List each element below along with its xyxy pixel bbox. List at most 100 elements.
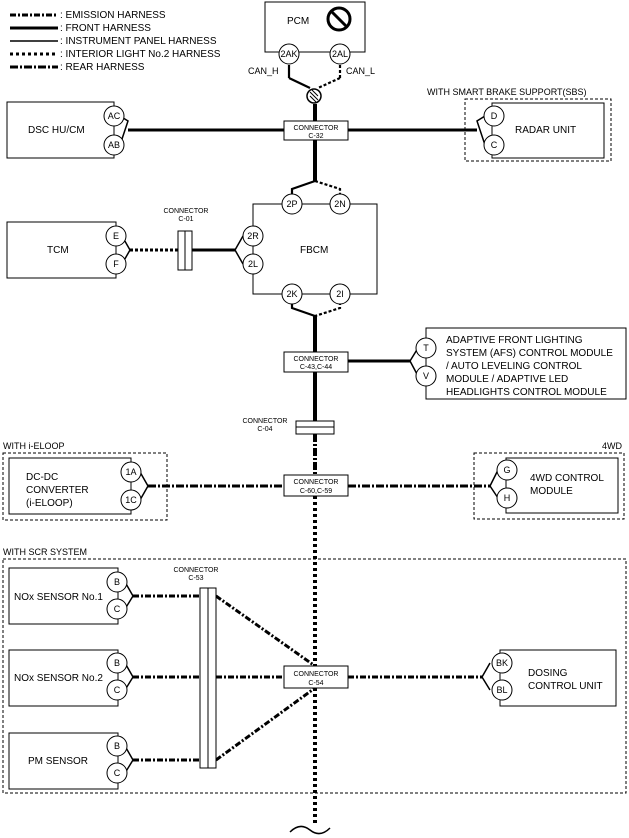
- pin-label: B: [114, 741, 120, 751]
- dcdc-label-line: (i-ELOOP): [26, 498, 73, 509]
- dcdc-label-line: CONVERTER: [26, 485, 89, 496]
- wire-radar-branch: [476, 115, 486, 146]
- pin: [106, 735, 128, 757]
- dsc-label: DSC HU/CM: [28, 125, 85, 136]
- legend-label: : REAR HARNESS: [60, 62, 145, 73]
- connector-box: [283, 351, 349, 373]
- afs-label-line: MODULE / ADAPTIVE LED: [446, 374, 568, 385]
- pin-label: B: [114, 577, 120, 587]
- pin: [415, 365, 437, 387]
- wire-fbcm-2i: [314, 302, 342, 318]
- connector-id: C-53: [188, 575, 203, 582]
- wire-awd-branch: [489, 469, 499, 499]
- pin: [281, 193, 303, 215]
- pin: [496, 487, 518, 509]
- connector-c53: CONNECTOR C-53: [174, 567, 218, 769]
- afs-label-line: HEADLIGHTS CONTROL MODULE: [446, 387, 607, 398]
- pin-label: E: [113, 231, 119, 241]
- pin-label: D: [491, 111, 498, 121]
- pin: [120, 489, 142, 511]
- wire-fbcm-2k: [290, 302, 316, 318]
- nox2-label: NOx SENSOR No.2: [14, 673, 103, 684]
- pin: [106, 679, 128, 701]
- afs-module: ADAPTIVE FRONT LIGHTING SYSTEM (AFS) CON…: [415, 327, 627, 400]
- dcu-box: [499, 649, 617, 707]
- pm-box: [8, 732, 119, 790]
- pin: [242, 253, 264, 275]
- pin-label: 2I: [336, 289, 344, 299]
- pin-label: C: [114, 685, 121, 695]
- pin: [106, 762, 128, 784]
- wire-can-l: [317, 76, 341, 90]
- wire-c53-c54: [215, 686, 316, 762]
- pin: [103, 105, 125, 127]
- pin-label: 1A: [125, 467, 136, 477]
- wire-can-h: [288, 77, 311, 89]
- prohibition-icon: [326, 6, 352, 32]
- pin-label: 2L: [248, 259, 258, 269]
- pin: [106, 571, 128, 593]
- connector-title: CONNECTOR: [294, 479, 339, 486]
- group-outline: [2, 452, 168, 521]
- wire-break-icon: [289, 825, 331, 835]
- group-outline: [473, 452, 625, 520]
- scr-group: WITH SCR SYSTEM NOx SENSOR No.1 B C NOx …: [2, 547, 627, 794]
- pin: [106, 598, 128, 620]
- awd-box: [505, 457, 619, 514]
- connector-box: [283, 474, 349, 497]
- pin-label: T: [423, 343, 429, 353]
- pin-label: G: [503, 465, 510, 475]
- group-title: 4WD: [602, 441, 623, 451]
- pin-label: F: [113, 259, 119, 269]
- connector-id: C-54: [308, 680, 323, 687]
- radar-label: RADAR UNIT: [515, 125, 576, 136]
- group-outline: [2, 558, 627, 794]
- pin: [105, 225, 127, 247]
- pin-label: 2K: [286, 289, 297, 299]
- nox2-box: [8, 649, 119, 707]
- connector-id: C-43,C-44: [300, 364, 332, 371]
- dsc-box: [6, 101, 115, 159]
- wire-fbcm-2n: [314, 179, 342, 196]
- dcu-label-line: CONTROL UNIT: [528, 681, 603, 692]
- pin: [105, 253, 127, 275]
- pin-label: 2P: [286, 199, 297, 209]
- wire-c53-c54: [215, 594, 316, 668]
- can-l-label: CAN_L: [346, 66, 375, 76]
- pcm-box: [264, 1, 366, 53]
- pin: [106, 652, 128, 674]
- nox1-box: [8, 567, 119, 625]
- pin: [281, 283, 303, 305]
- pcm-label: PCM: [287, 16, 309, 27]
- tcm-label: TCM: [47, 245, 69, 256]
- pin: [415, 337, 437, 359]
- pin: [103, 134, 125, 156]
- connector-id: C-60,C-59: [300, 488, 332, 495]
- pin-label: 2N: [334, 199, 346, 209]
- pin-label: C: [114, 604, 121, 614]
- pin-label: BL: [496, 685, 507, 695]
- afs-label-line: ADAPTIVE FRONT LIGHTING: [446, 335, 583, 346]
- pin: [242, 225, 264, 247]
- fbcm-box: [252, 203, 378, 295]
- group-title: WITH SCR SYSTEM: [3, 547, 87, 557]
- pin: [491, 679, 513, 701]
- dsc-module: DSC HU/CM AC AB: [6, 101, 125, 159]
- awd-label-line: MODULE: [530, 486, 573, 497]
- afs-box: [425, 327, 627, 400]
- pin: [329, 283, 351, 305]
- pin: [329, 193, 351, 215]
- wire-afs-branch: [409, 347, 419, 377]
- ieloop-group: WITH i-ELOOP DC-DC CONVERTER (i-ELOOP) 1…: [2, 441, 168, 521]
- connector-title: CONNECTOR: [243, 418, 288, 425]
- connector-id: C-04: [257, 426, 272, 433]
- group-title: WITH i-ELOOP: [3, 441, 65, 451]
- pin: [483, 134, 505, 156]
- pin-label: AC: [108, 111, 121, 121]
- nox1-label: NOx SENSOR No.1: [14, 592, 103, 603]
- legend-label: : EMISSION HARNESS: [60, 10, 166, 21]
- dcdc-box: [8, 457, 132, 515]
- connector-c54: CONNECTOR C-54: [283, 665, 349, 689]
- terminating-resistor-icon: [306, 88, 322, 104]
